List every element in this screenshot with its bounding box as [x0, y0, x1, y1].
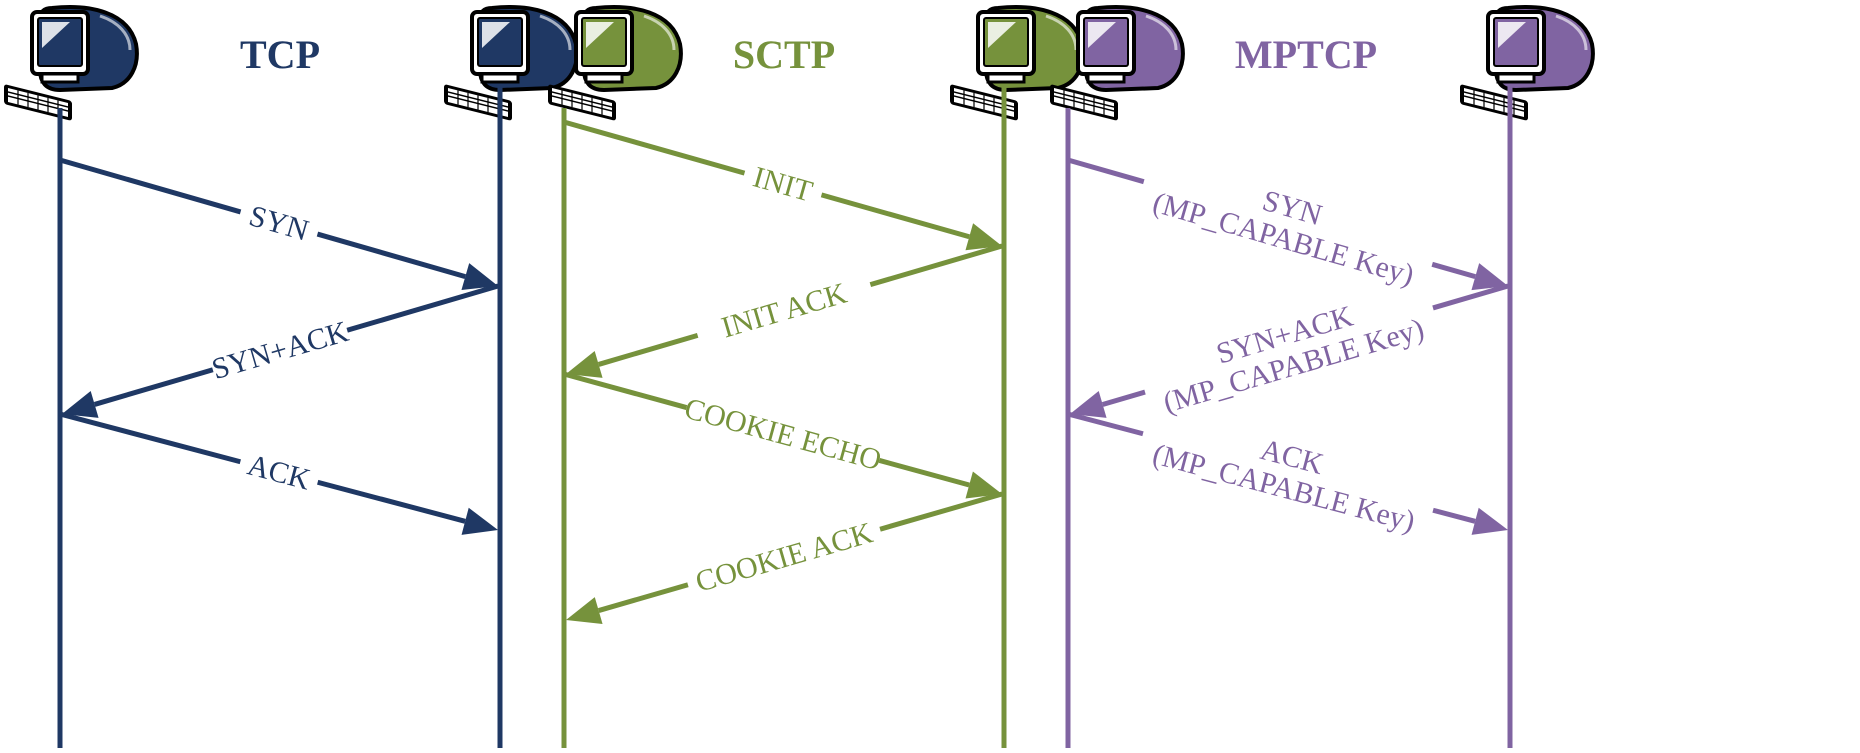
message-mptcp-3: ACK(MP_CAPABLE Key): [1067, 411, 1508, 538]
panel-title: TCP: [240, 32, 320, 77]
arrow-line: [879, 491, 1003, 532]
arrow-line: [59, 157, 242, 215]
computer-icon: [2, 5, 139, 123]
panel-tcp: TCP: [2, 5, 579, 748]
messages-layer: SYN SYN+ACK ACK INIT INIT ACK COOKIE ECHO COOK…: [59, 119, 1509, 625]
message-label: SYN+ACK: [208, 315, 352, 386]
message-label: COOKIE ACK: [692, 516, 877, 598]
arrow-line: [316, 231, 467, 280]
arrowhead: [1471, 507, 1508, 535]
arrow-line: [1067, 157, 1145, 185]
arrow-line: [1432, 283, 1509, 311]
message-tcp-3: ACK: [59, 411, 498, 535]
message-label: COOKIE ECHO: [681, 392, 885, 477]
arrow-line: [1431, 261, 1477, 280]
panel-title: SCTP: [733, 32, 835, 77]
message-tcp-1: SYN: [59, 157, 498, 291]
message-sctp-2: INIT ACK: [566, 243, 1003, 378]
arrow-line: [1432, 507, 1476, 524]
arrow-line: [563, 119, 746, 176]
message-label: INIT: [750, 160, 817, 208]
message-sctp-4: COOKIE ACK: [566, 491, 1003, 625]
message-mptcp-1: SYN(MP_CAPABLE Key): [1067, 157, 1508, 292]
arrow-line: [1067, 411, 1144, 437]
arrow-line: [93, 367, 214, 407]
arrow-line: [820, 192, 970, 240]
arrowhead: [461, 263, 498, 291]
arrow-line: [1101, 389, 1146, 407]
message-label: SYN: [245, 199, 312, 247]
arrow-line: [346, 283, 499, 333]
arrowhead: [965, 471, 1002, 499]
arrowhead: [461, 507, 498, 535]
arrowhead: [62, 390, 99, 418]
panel-sctp: SCTP: [546, 5, 1085, 748]
message-label: ACK: [244, 448, 314, 496]
message-sctp-1: INIT: [563, 119, 1002, 251]
message-sctp-3: COOKIE ECHO: [563, 371, 1002, 499]
arrowhead: [965, 223, 1002, 251]
arrow-line: [563, 371, 688, 410]
arrow-line: [317, 479, 466, 524]
message-label: INIT ACK: [718, 276, 851, 344]
arrowhead: [566, 350, 603, 378]
panel-mptcp: MPTCP: [1048, 5, 1595, 748]
arrow-line: [597, 332, 699, 367]
arrowhead: [566, 597, 603, 625]
message-tcp-2: SYN+ACK: [62, 283, 499, 418]
arrowhead: [1070, 391, 1107, 418]
arrow-line: [878, 458, 970, 488]
computer-icon: [1458, 5, 1595, 123]
arrow-line: [59, 411, 241, 465]
arrowhead: [1471, 263, 1508, 291]
arrow-line: [597, 582, 689, 613]
arrow-line: [869, 243, 1003, 288]
panel-title: MPTCP: [1235, 32, 1377, 77]
message-mptcp-2: SYN+ACK(MP_CAPABLE Key): [1070, 283, 1509, 420]
